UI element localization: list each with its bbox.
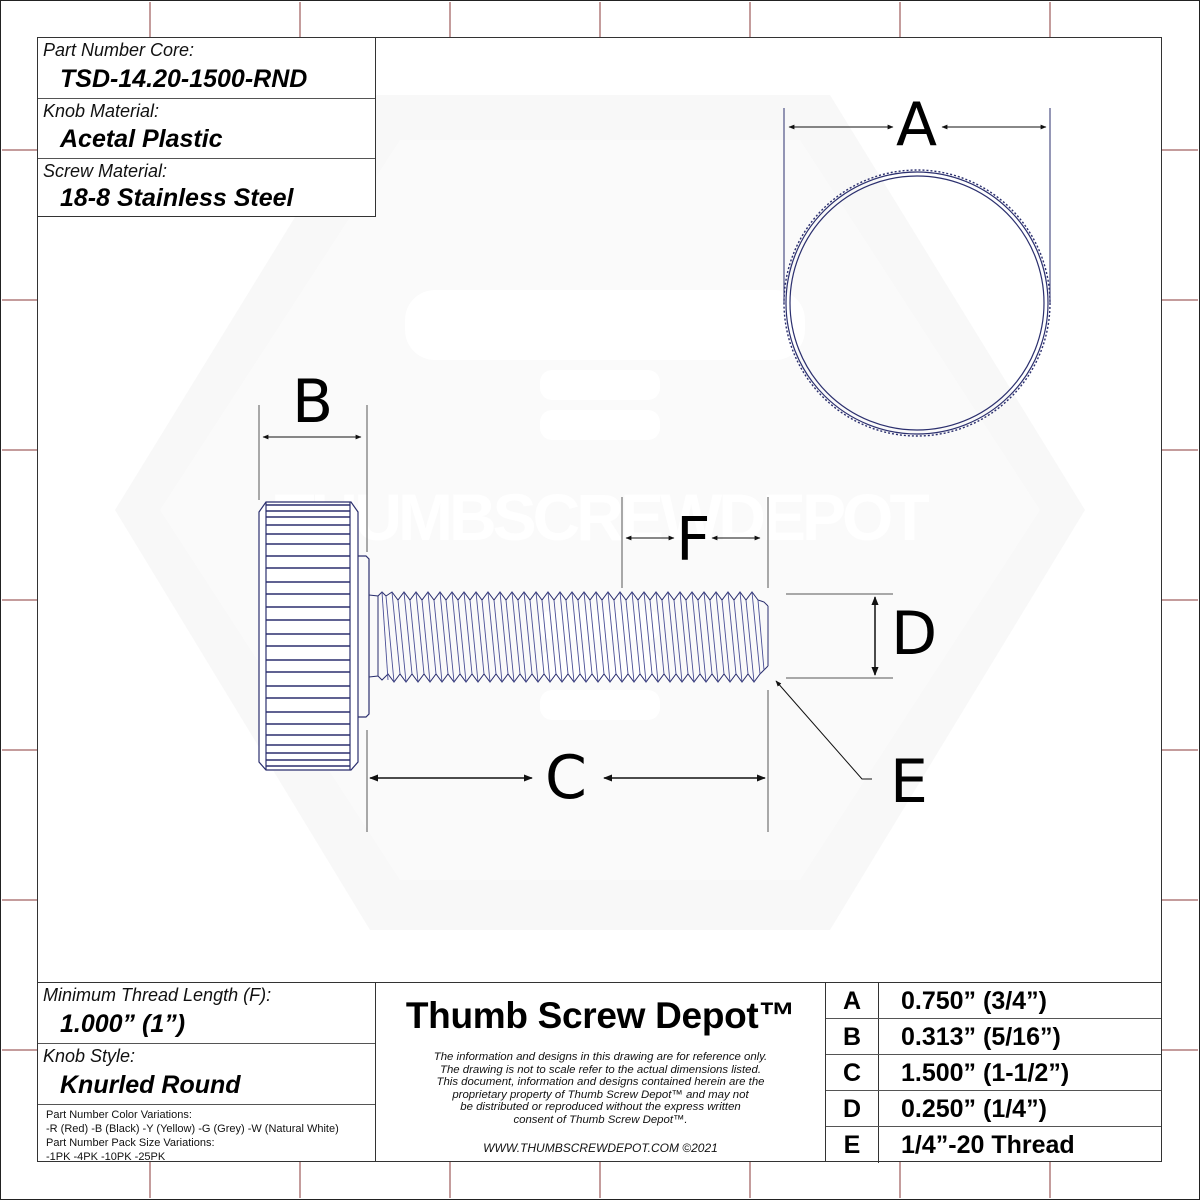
dimension-value: 1/4”-20 Thread — [901, 1131, 1075, 1159]
threaded-shank — [368, 591, 769, 683]
dimension-key: E — [826, 1127, 879, 1163]
dimension-label-c: C — [545, 743, 587, 813]
dimension-label-f: F — [676, 505, 711, 575]
variations-cell: Part Number Color Variations: -R (Red) -… — [38, 1105, 375, 1163]
dimension-row-c: C 1.500” (1-1/2”) — [826, 1055, 1161, 1091]
dimension-key: B — [826, 1019, 879, 1054]
dimension-key: A — [826, 983, 879, 1018]
thread-length-cell: Minimum Thread Length (F): 1.000” (1”) — [38, 983, 375, 1044]
thread-length-value: 1.000” (1”) — [60, 1010, 186, 1038]
dimension-value: 0.250” (1/4”) — [901, 1095, 1047, 1123]
thread-style-block: Minimum Thread Length (F): 1.000” (1”) K… — [37, 982, 376, 1163]
dimension-row-d: D 0.250” (1/4”) — [826, 1091, 1161, 1127]
screw-material-cell: Screw Material: 18-8 Stainless Steel — [38, 159, 375, 216]
dimension-value: 1.500” (1-1/2”) — [901, 1059, 1070, 1087]
dimension-key: D — [826, 1091, 879, 1126]
dimension-label-d: D — [891, 599, 938, 669]
knob-side-view — [258, 501, 370, 771]
color-variations-heading: Part Number Color Variations: — [46, 1109, 192, 1121]
dimension-value: 0.750” (3/4”) — [901, 987, 1047, 1015]
knob-material-label: Knob Material: — [43, 101, 160, 121]
disclaimer-text: The information and designs in this draw… — [376, 1051, 825, 1127]
dimensions-table: A 0.750” (3/4”) B 0.313” (5/16”) C 1.500… — [825, 982, 1162, 1163]
pack-variations-values: -1PK -4PK -10PK -25PK — [46, 1151, 166, 1163]
dimension-label-b: B — [292, 367, 334, 437]
part-info-block: Part Number Core: TSD-14.20-1500-RND Kno… — [37, 37, 376, 217]
knob-material-value: Acetal Plastic — [60, 125, 223, 153]
dimension-row-a: A 0.750” (3/4”) — [826, 983, 1161, 1019]
knob-style-cell: Knob Style: Knurled Round — [38, 1044, 375, 1105]
dimension-row-e: E 1/4”-20 Thread — [826, 1127, 1161, 1163]
pack-variations-heading: Part Number Pack Size Variations: — [46, 1137, 215, 1149]
disclaimer-line: consent of Thumb Screw Depot™. — [513, 1113, 688, 1126]
dimension-lines — [258, 108, 1051, 832]
brand-block: Thumb Screw Depot™ The information and d… — [375, 982, 826, 1162]
thread-length-label: Minimum Thread Length (F): — [43, 985, 272, 1005]
website-link[interactable]: WWW.THUMBSCREWDEPOT.COM ©2021 — [483, 1141, 718, 1155]
screw-material-value: 18-8 Stainless Steel — [60, 184, 294, 212]
disclaimer-line: The information and designs in this draw… — [433, 1051, 768, 1063]
dimension-key: C — [826, 1055, 879, 1090]
knob-style-label: Knob Style: — [43, 1046, 136, 1066]
disclaimer-line: The drawing is not to scale refer to the… — [439, 1063, 761, 1076]
dimension-label-a: A — [896, 90, 938, 160]
disclaimer-line: This document, information and designs c… — [436, 1076, 765, 1089]
part-number-cell: Part Number Core: TSD-14.20-1500-RND — [38, 38, 375, 99]
knob-style-value: Knurled Round — [60, 1071, 241, 1099]
screw-material-label: Screw Material: — [43, 161, 168, 181]
part-number-value: TSD-14.20-1500-RND — [60, 65, 308, 93]
brand-name: Thumb Screw Depot™ — [405, 995, 796, 1036]
watermark-text: THUMBSCREWDEPOT — [274, 480, 929, 554]
disclaimer-line: proprietary property of Thumb Screw Depo… — [452, 1088, 749, 1101]
disclaimer-line: be distributed or reproduced without the… — [460, 1101, 741, 1114]
dimension-value: 0.313” (5/16”) — [901, 1023, 1061, 1051]
part-number-label: Part Number Core: — [43, 40, 195, 60]
color-variations-values: -R (Red) -B (Black) -Y (Yellow) -G (Grey… — [46, 1123, 339, 1135]
knob-material-cell: Knob Material: Acetal Plastic — [38, 99, 375, 159]
dimension-row-b: B 0.313” (5/16”) — [826, 1019, 1161, 1055]
dimension-label-e: E — [890, 747, 928, 817]
